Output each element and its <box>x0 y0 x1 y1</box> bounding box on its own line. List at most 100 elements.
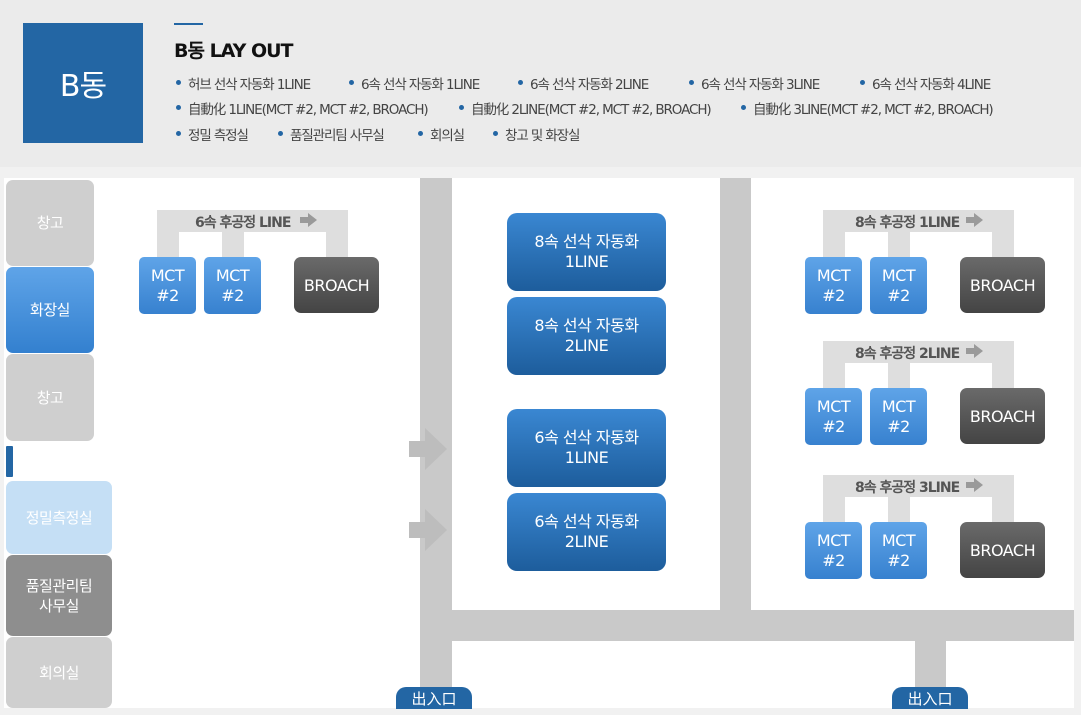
machine-label: BROACH <box>969 275 1036 295</box>
mct-machine: MCT#2 <box>805 388 862 445</box>
legend-item: 정밀 측정실 <box>176 124 249 144</box>
legend-item: 自動化 1LINE(MCT #2, MCT #2, BROACH) <box>176 98 429 118</box>
room-label: 창고 <box>36 388 64 407</box>
arrow-right-icon <box>966 213 983 227</box>
arrow-right-icon <box>300 213 317 227</box>
machine-label: MCT <box>881 530 916 550</box>
metrology-room: 정밀측정실 <box>6 481 112 554</box>
machine-label: MCT <box>881 265 916 285</box>
line-connector <box>157 210 348 232</box>
room-label: 회의실 <box>39 663 79 682</box>
warehouse-room: 창고 <box>6 180 94 266</box>
flow-arrow-icon <box>409 509 447 551</box>
legend-item: 自動化 2LINE(MCT #2, MCT #2, BROACH) <box>459 98 712 118</box>
legend-item: 회의실 <box>418 124 465 144</box>
line-connector <box>888 363 910 390</box>
machine-label: MCT <box>150 265 185 285</box>
machine-number: #2 <box>156 285 179 305</box>
broach-machine: BROACH <box>294 257 379 313</box>
legend-item: 6속 선삭 자동화 2LINE <box>518 73 649 93</box>
mct-machine: MCT#2 <box>204 257 261 314</box>
legend-item: 自動化 3LINE(MCT #2, MCT #2, BROACH) <box>741 98 994 118</box>
line-connector <box>823 497 845 524</box>
machine-label: MCT <box>816 396 851 416</box>
line-number: 1LINE <box>564 448 609 467</box>
room-label: 화장실 <box>30 301 70 319</box>
restroom: 화장실 <box>6 267 94 353</box>
legend-item: 6속 선삭 자동화 4LINE <box>860 73 991 93</box>
mct-machine: MCT#2 <box>139 257 196 314</box>
mct-machine: MCT#2 <box>805 522 862 579</box>
broach-machine: BROACH <box>960 388 1045 444</box>
line-connector <box>157 232 179 259</box>
machine-label: MCT <box>816 265 851 285</box>
machine-number: #2 <box>887 416 910 436</box>
line-name: 6속 선삭 자동화 <box>534 512 639 531</box>
entrance-label: 出入口 <box>892 687 968 709</box>
legend-item: 6속 선삭 자동화 3LINE <box>689 73 820 93</box>
machine-number: #2 <box>887 285 910 305</box>
flow-arrow-icon <box>409 428 447 470</box>
machine-number: #2 <box>221 285 244 305</box>
machine-label: BROACH <box>303 275 370 295</box>
mct-machine: MCT#2 <box>870 522 927 579</box>
machine-number: #2 <box>887 550 910 570</box>
line-name: 8속 선삭 자동화 <box>534 232 639 251</box>
machine-label: MCT <box>881 396 916 416</box>
mct-machine: MCT#2 <box>870 388 927 445</box>
machine-number: #2 <box>822 416 845 436</box>
line-label: 8속 후공정 2LINE <box>855 346 960 362</box>
line-number: 2LINE <box>564 532 609 551</box>
room-label: 사무실 <box>39 596 79 615</box>
line-connector <box>823 210 1014 232</box>
arrow-right-icon <box>966 478 983 492</box>
line-connector <box>992 497 1014 524</box>
entrance-text: 出入口 <box>907 689 953 708</box>
entrance-label: 出入口 <box>396 687 472 709</box>
line-label: 8속 후공정 1LINE <box>855 215 960 231</box>
legend-item: 허브 선삭 자동화 1LINE <box>176 73 311 93</box>
line-connector <box>992 232 1014 259</box>
machine-label: MCT <box>215 265 250 285</box>
legend-item: 창고 및 화장실 <box>493 124 580 144</box>
line-connector <box>888 497 910 524</box>
door-marker <box>6 446 13 477</box>
machine-number: #2 <box>822 550 845 570</box>
aisle-bottom <box>420 610 1074 641</box>
line-connector <box>326 232 348 259</box>
machine-label: MCT <box>816 530 851 550</box>
line-connector <box>888 232 910 259</box>
warehouse-room: 창고 <box>6 354 94 441</box>
arrow-right-icon <box>966 344 983 358</box>
line-connector <box>222 232 244 259</box>
page-title: B동 LAY OUT <box>174 40 293 62</box>
room-label: 품질관리팀 <box>25 576 93 595</box>
meeting-room: 회의실 <box>6 637 112 708</box>
qc-office: 품질관리팀 사무실 <box>6 555 112 636</box>
line-name: 6속 선삭 자동화 <box>534 428 639 447</box>
line-connector <box>823 475 1014 497</box>
machine-number: #2 <box>822 285 845 305</box>
aisle-middle <box>720 178 751 610</box>
mct-machine: MCT#2 <box>870 257 927 314</box>
line-connector <box>992 363 1014 390</box>
title-rule <box>174 23 203 25</box>
mct-machine: MCT#2 <box>805 257 862 314</box>
line-label: 6속 후공정 LINE <box>195 215 291 231</box>
line-name: 8속 선삭 자동화 <box>534 316 639 335</box>
line-number: 1LINE <box>564 252 609 271</box>
line-number: 2LINE <box>564 336 609 355</box>
line-label: 8속 후공정 3LINE <box>855 480 960 496</box>
line-connector <box>823 363 845 390</box>
building-badge: B동 <box>23 23 143 143</box>
machine-label: BROACH <box>969 406 1036 426</box>
aisle-exit-right <box>915 641 946 688</box>
room-label: 창고 <box>36 214 64 232</box>
legend-item: 6속 선삭 자동화 1LINE <box>349 73 480 93</box>
broach-machine: BROACH <box>960 522 1045 578</box>
legend-item: 품질관리팀 사무실 <box>278 124 385 144</box>
